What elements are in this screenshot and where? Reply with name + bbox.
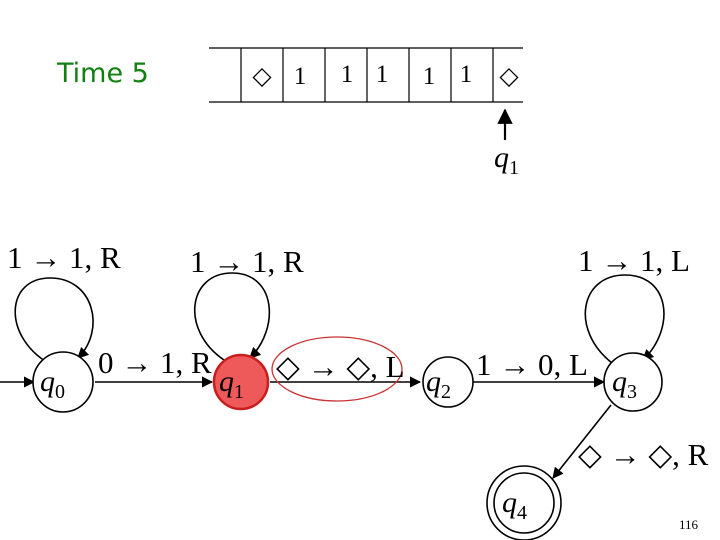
tape-cell-5: 1 [460, 61, 473, 88]
state-q1-label: q1 [219, 365, 244, 403]
label-q3-q4: ◇ → ◇, R [578, 437, 709, 472]
state-q0: q0 [32, 351, 94, 413]
state-q4-label: q4 [502, 486, 527, 524]
state-q4-accepting: q4 [486, 465, 562, 540]
page-number: 116 [679, 517, 699, 532]
tape-cell-2: 1 [341, 61, 354, 88]
state-q3: q3 [603, 352, 663, 412]
edge-q3-q4 [552, 404, 612, 479]
state-q1-current: q1 [212, 353, 270, 411]
time-step-title: Time 5 [57, 58, 149, 89]
state-q2-circle [422, 356, 474, 408]
state-q3-circle [603, 352, 663, 412]
loop-q1 [193, 272, 271, 361]
state-q4-inner-circle [493, 472, 555, 534]
tape-head-state: q1 [494, 141, 519, 179]
state-q2: q2 [422, 356, 474, 408]
tape-cell-6: ◇ [499, 63, 519, 90]
state-q0-circle [32, 351, 94, 413]
highlighted-transition-ellipse [271, 336, 403, 402]
label-loop-q0: 1 → 1, R [7, 240, 121, 275]
state-q1-circle [212, 353, 270, 411]
label-q1-q2: ◇ → ◇, L [276, 349, 405, 384]
state-q3-label: q3 [612, 365, 637, 403]
label-q2-q3: 1 → 0, L [476, 347, 588, 382]
loop-q3 [584, 274, 665, 364]
state-q0-label: q0 [40, 365, 65, 403]
label-loop-q3: 1 → 1, L [578, 243, 690, 278]
loop-q0 [14, 277, 94, 364]
tape-cell-1: 1 [294, 63, 307, 90]
tape: ◇ 1 1 1 1 1 ◇ q1 [209, 47, 523, 179]
tape-cell-4: 1 [423, 63, 436, 90]
tape-cell-3: 1 [376, 61, 389, 88]
state-q2-label: q2 [426, 365, 451, 403]
label-loop-q1: 1 → 1, R [190, 244, 304, 279]
label-q0-q1: 0 → 1, R [98, 345, 212, 380]
tape-cell-0: ◇ [252, 63, 272, 90]
